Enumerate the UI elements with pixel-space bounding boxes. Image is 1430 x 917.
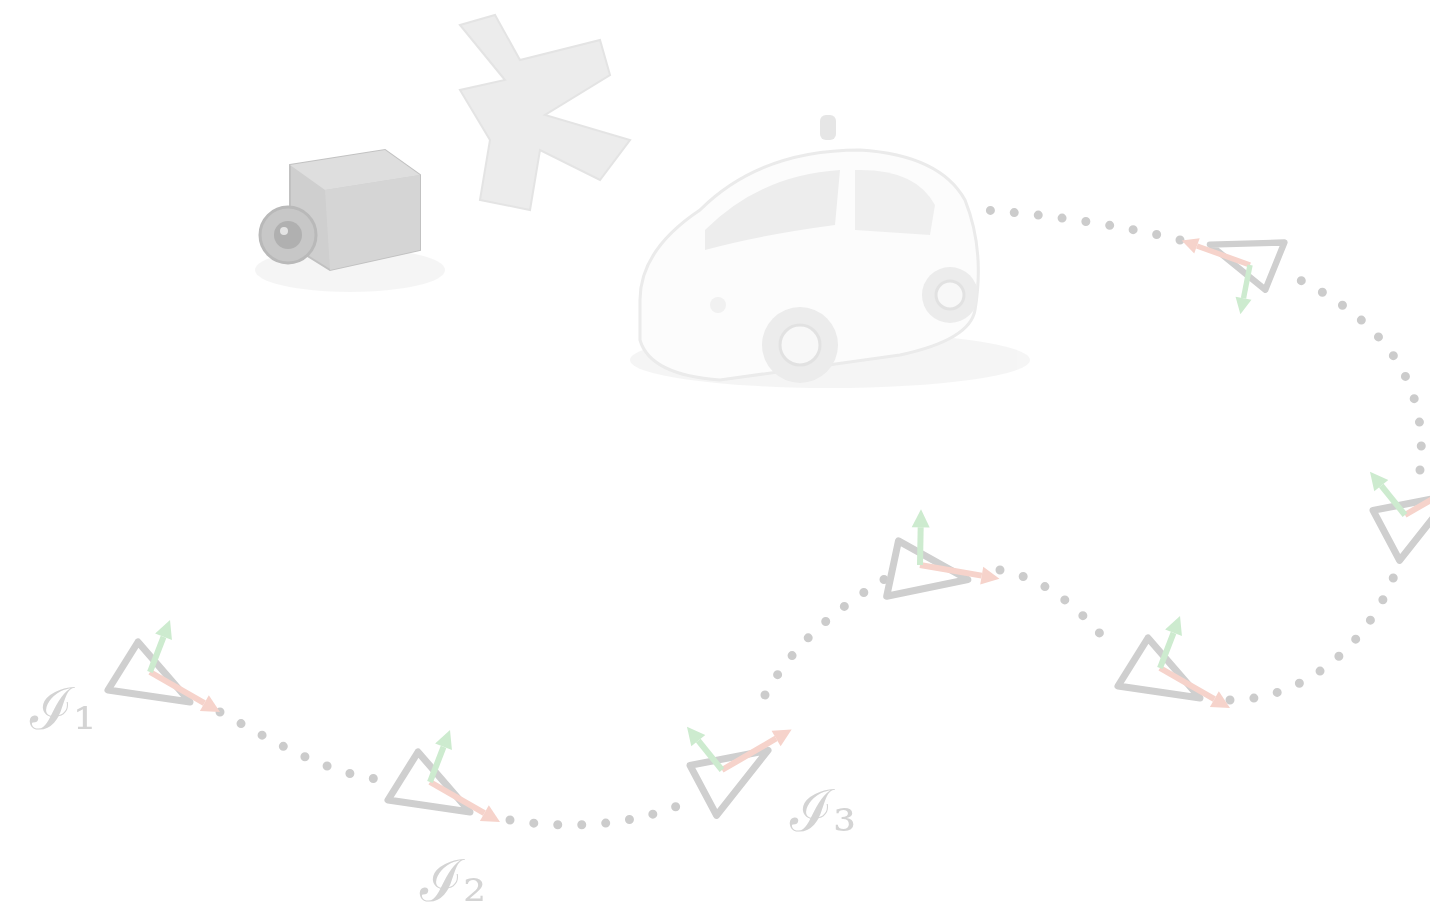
axis-head (155, 620, 172, 640)
axis-line (1238, 265, 1256, 298)
axis-line (920, 546, 982, 594)
camera-pose (1339, 428, 1430, 571)
image-label: ℐ₂ (420, 852, 486, 910)
axis-head (1165, 616, 1182, 636)
axis-head (1363, 470, 1389, 495)
camera-pose (656, 683, 792, 826)
axis-head (975, 563, 1000, 586)
axis-head (435, 730, 452, 750)
axis-head (907, 509, 930, 534)
axis-line (1375, 486, 1412, 515)
camera-pose (108, 620, 220, 712)
camera-pose (863, 492, 1000, 617)
axis-head (680, 725, 706, 750)
camera-frustum (388, 752, 470, 812)
axis-line (1160, 668, 1214, 699)
image-label: ℐ₃ (790, 782, 856, 840)
axis-head (767, 721, 792, 747)
axis-line (692, 741, 729, 770)
trajectory (220, 210, 1421, 825)
camera-frustum (1210, 232, 1292, 298)
camera-pose (388, 730, 500, 822)
axis-line (722, 723, 776, 786)
axis-head (480, 805, 500, 822)
axis-head (1210, 691, 1230, 708)
axis-head (1182, 237, 1202, 255)
car-illustration (630, 115, 1030, 388)
camera-illustration (255, 150, 445, 292)
tape-illustration (460, 15, 630, 210)
image-label: ℐ₁ (30, 680, 96, 738)
axis-line (1197, 237, 1250, 273)
camera-pose (1182, 223, 1296, 322)
axis-line (908, 527, 933, 565)
axis-head (200, 695, 220, 712)
axis-line (150, 672, 204, 703)
camera-frustum (870, 523, 968, 607)
axis-head (1236, 294, 1254, 314)
axis-line (430, 747, 444, 782)
camera-frustum (1358, 465, 1430, 566)
camera-pose (1118, 616, 1230, 708)
camera-frustum (108, 642, 190, 702)
axis-line (1160, 633, 1174, 668)
camera-frustum (675, 720, 768, 821)
axis-line (430, 782, 484, 813)
axis-line (150, 637, 164, 672)
axis-line (1405, 468, 1430, 531)
camera-frustum (1118, 638, 1200, 698)
